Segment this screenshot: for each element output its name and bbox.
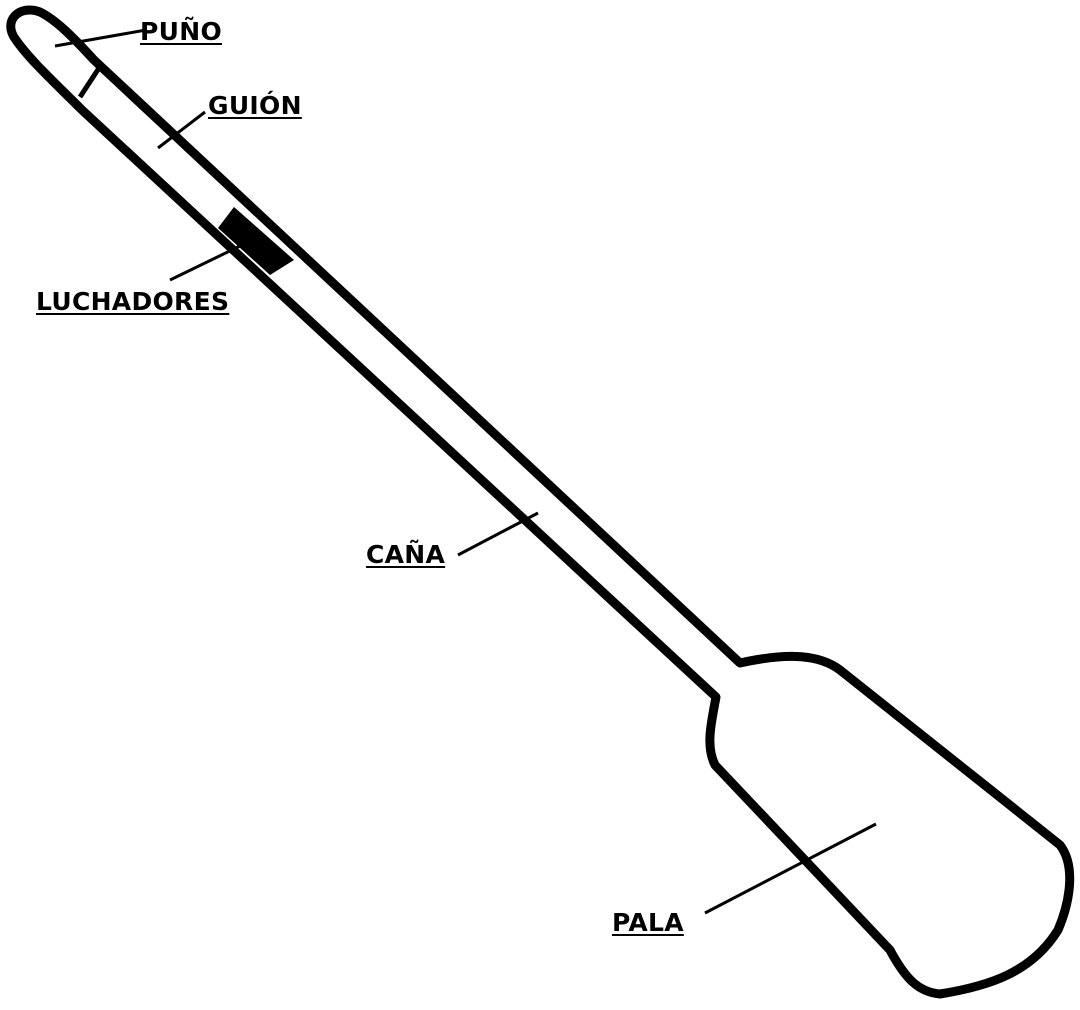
label-cana: CAÑA <box>366 540 446 569</box>
leader-line-cana <box>457 511 539 557</box>
guion-divider-line <box>77 66 102 99</box>
leader-line-pala <box>704 822 877 915</box>
leader-line-luchadores <box>169 244 241 282</box>
label-puno: PUÑO <box>140 17 222 46</box>
luchadores-band <box>218 207 294 275</box>
oar-outline <box>6 5 1075 999</box>
label-pala: PALA <box>612 908 684 937</box>
label-luchadores: LUCHADORES <box>36 287 230 316</box>
leader-line-puno <box>54 28 147 48</box>
label-guion: GUIÓN <box>208 91 302 120</box>
leader-line-guion <box>157 110 206 150</box>
